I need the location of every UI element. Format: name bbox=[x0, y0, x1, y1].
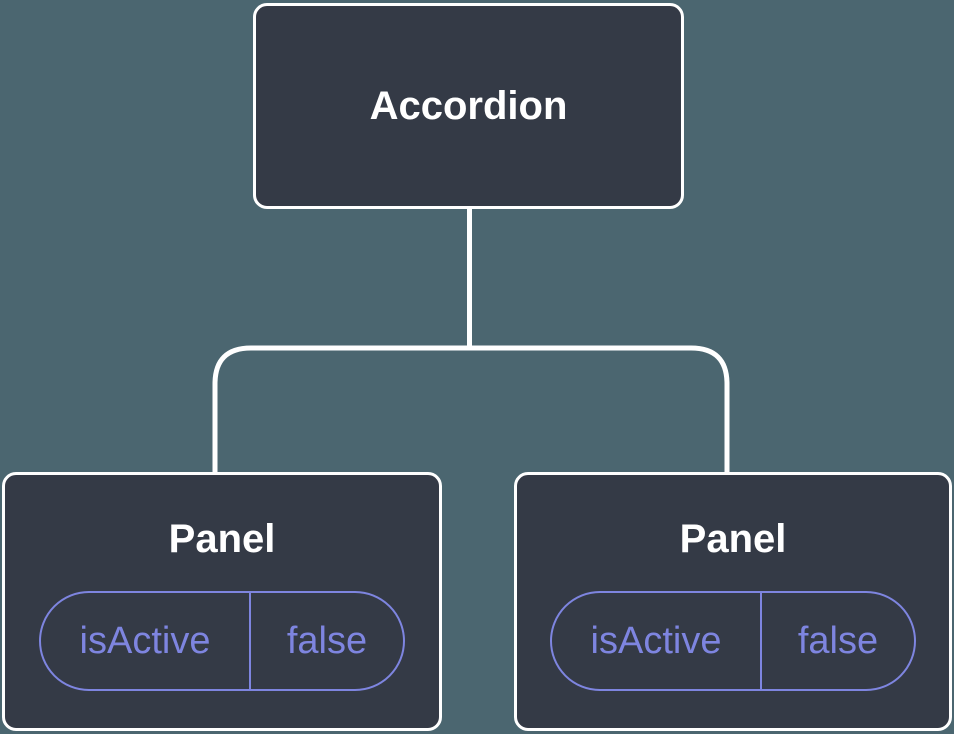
node-accordion: Accordion bbox=[253, 3, 684, 209]
panel-2-state-key: isActive bbox=[552, 593, 762, 689]
panel-1-state-pill: isActive false bbox=[39, 591, 405, 691]
panel-2-state-value: false bbox=[797, 619, 879, 662]
connector-branch-line bbox=[212, 345, 730, 473]
accordion-node-label: Accordion bbox=[369, 84, 568, 128]
panel-1-state-value: false bbox=[286, 619, 368, 662]
panel-2-state-pill: isActive false bbox=[550, 591, 916, 691]
node-panel-2: Panel isActive false bbox=[514, 472, 952, 731]
node-panel-1: Panel isActive false bbox=[2, 472, 442, 731]
panel-1-label: Panel bbox=[168, 517, 276, 561]
panel-2-label: Panel bbox=[679, 517, 787, 561]
panel-1-state-key: isActive bbox=[41, 593, 251, 689]
